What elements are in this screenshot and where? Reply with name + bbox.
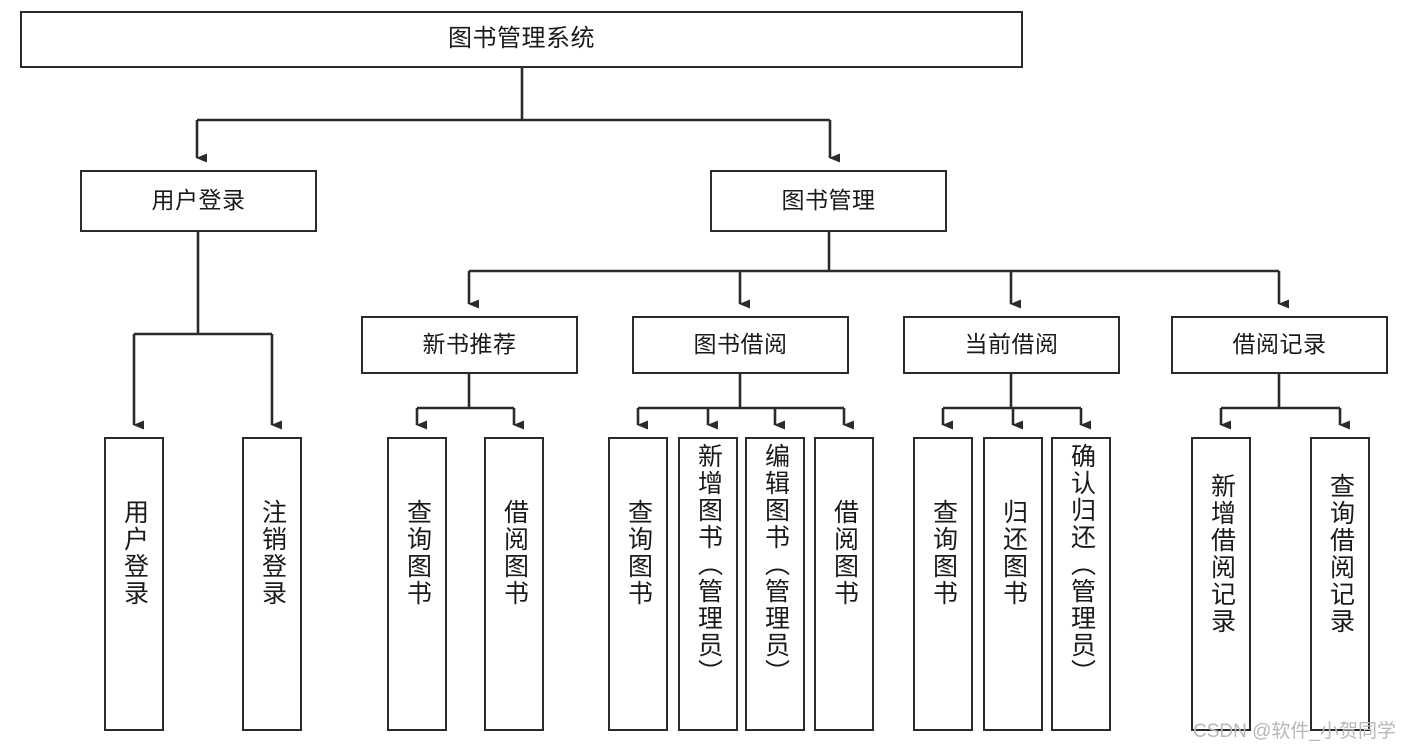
- leaf-user-logout[interactable]: 注销登录: [242, 437, 302, 731]
- node-label: 图书借阅: [693, 331, 788, 358]
- leaf-query-borrow-record[interactable]: 查询借阅记录: [1310, 437, 1370, 731]
- leaf-confirm-return-admin[interactable]: 确认归还（管理员）: [1051, 437, 1111, 731]
- edge-userlogin-to-leaves: [132, 232, 282, 430]
- node-label: 借阅记录: [1232, 331, 1327, 358]
- node-label: 用户登录: [151, 187, 246, 214]
- leaf-borrow-book-recommend[interactable]: 借阅图书: [484, 437, 544, 731]
- leaf-add-borrow-record[interactable]: 新增借阅记录: [1191, 437, 1251, 731]
- node-label: 归还图书: [999, 499, 1028, 607]
- node-book-borrow[interactable]: 图书借阅: [632, 316, 849, 374]
- node-label: 查询图书: [624, 499, 653, 607]
- edge-borrowrecord-to-leaves: [1219, 374, 1350, 430]
- node-label: 查询借阅记录: [1326, 473, 1355, 635]
- leaf-add-book-admin[interactable]: 新增图书（管理员）: [678, 437, 738, 731]
- edge-newbook-to-leaves: [415, 374, 524, 430]
- node-label: 编辑图书（管理员）: [761, 443, 790, 686]
- node-label: 注销登录: [258, 499, 287, 607]
- node-new-book-recommend[interactable]: 新书推荐: [361, 316, 578, 374]
- node-label: 确认归还（管理员）: [1067, 443, 1096, 686]
- leaf-query-book-current[interactable]: 查询图书: [913, 437, 973, 731]
- edge-bookmanage-to-level3: [467, 232, 1289, 309]
- node-current-borrow[interactable]: 当前借阅: [903, 316, 1120, 374]
- edge-currentborrow-to-leaves: [941, 374, 1091, 430]
- node-borrow-record[interactable]: 借阅记录: [1171, 316, 1388, 374]
- node-label: 新增借阅记录: [1207, 473, 1236, 635]
- node-label: 查询图书: [929, 499, 958, 607]
- node-label: 图书管理系统: [448, 25, 595, 53]
- leaf-user-login[interactable]: 用户登录: [104, 437, 164, 731]
- node-root-system[interactable]: 图书管理系统: [20, 11, 1023, 68]
- node-label: 新增图书（管理员）: [694, 443, 723, 686]
- csdn-watermark: CSDN @软件_小贺同学: [1193, 721, 1396, 742]
- node-label: 当前借阅: [964, 331, 1059, 358]
- leaf-return-book[interactable]: 归还图书: [983, 437, 1043, 731]
- edge-bookborrow-to-leaves: [636, 374, 854, 430]
- leaf-edit-book-admin[interactable]: 编辑图书（管理员）: [745, 437, 805, 731]
- node-label: 用户登录: [120, 499, 149, 607]
- edge-root-to-level2: [195, 68, 840, 163]
- node-label: 借阅图书: [500, 499, 529, 607]
- leaf-query-book[interactable]: 查询图书: [608, 437, 668, 731]
- node-label: 图书管理: [781, 187, 876, 214]
- leaf-borrow-book[interactable]: 借阅图书: [814, 437, 874, 731]
- leaf-query-book-recommend[interactable]: 查询图书: [387, 437, 447, 731]
- node-user-login[interactable]: 用户登录: [80, 170, 317, 232]
- node-label: 新书推荐: [422, 331, 517, 358]
- node-book-manage[interactable]: 图书管理: [710, 170, 947, 232]
- node-label: 借阅图书: [830, 499, 859, 607]
- node-label: 查询图书: [403, 499, 432, 607]
